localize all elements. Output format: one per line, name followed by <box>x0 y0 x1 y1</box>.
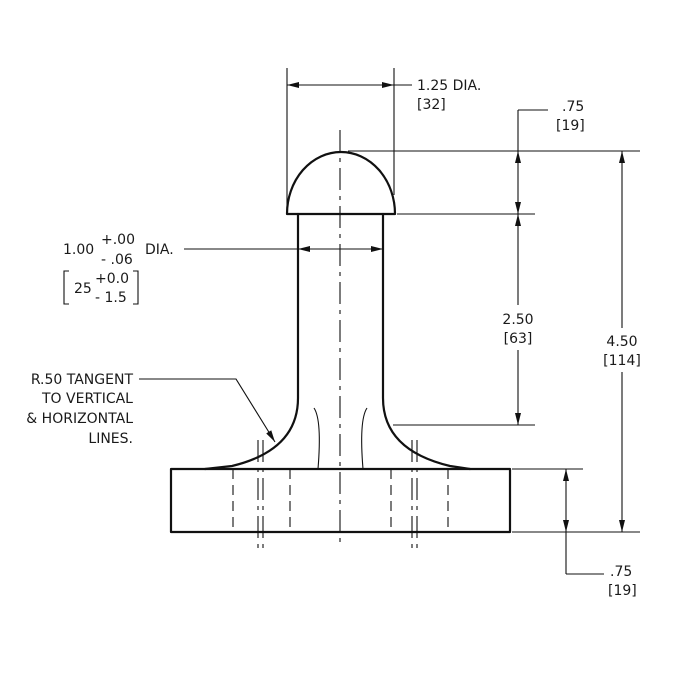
overall-height-label: 4.50 <box>606 334 637 350</box>
head-dia-label: 1.25 DIA. <box>417 78 481 94</box>
dome-head <box>285 150 397 216</box>
metric-bracket-left <box>63 270 69 305</box>
shaft-dia-upper-tol: +.00 <box>101 232 135 248</box>
shaft-dia-metric-upper-tol: +0.0 <box>95 271 129 287</box>
head-height-label: .75 <box>562 99 584 115</box>
fillet-note-line-3: & HORIZONTAL <box>26 411 133 427</box>
inner-fillet-left <box>313 407 320 470</box>
dim-overall-height: 4.50 [114] <box>512 150 641 533</box>
shaft-length-label: 2.50 <box>502 312 533 328</box>
shaft-dia-metric-lower-tol: - 1.5 <box>95 290 127 306</box>
fillet-note-line-2: TO VERTICAL <box>41 391 133 407</box>
shaft-dia-suffix: DIA. <box>145 242 174 258</box>
shaft-dia-lower-tol: - .06 <box>101 252 133 268</box>
shaft-left-edge <box>203 212 300 471</box>
shaft-dia-nominal: 1.00 <box>63 242 94 258</box>
fillet-note-line-4: LINES. <box>88 431 133 447</box>
inner-fillet-right <box>361 407 368 470</box>
head-height-metric: [19] <box>556 118 585 134</box>
base-height-label: .75 <box>610 564 632 580</box>
head-dia-metric: [32] <box>417 97 446 113</box>
dim-shaft-dia: 1.00 +.00 - .06 DIA. 25 +0.0 - 1.5 <box>63 232 383 306</box>
dim-shaft-length: 2.50 [63] <box>393 214 535 426</box>
dim-head-height: .75 [19] <box>348 99 585 215</box>
dim-head-dia: 1.25 DIA. [32] <box>286 68 481 208</box>
base-height-metric: [19] <box>608 583 637 599</box>
shaft-right-edge <box>381 212 472 471</box>
overall-height-metric: [114] <box>603 353 641 369</box>
fillet-note: R.50 TANGENT TO VERTICAL & HORIZONTAL LI… <box>26 372 276 447</box>
dim-base-height: .75 [19] <box>512 468 637 599</box>
shaft-length-metric: [63] <box>504 331 533 347</box>
metric-bracket-right <box>133 270 139 305</box>
fillet-note-line-1: R.50 TANGENT <box>31 372 134 388</box>
shaft-dia-metric-nominal: 25 <box>74 281 92 297</box>
